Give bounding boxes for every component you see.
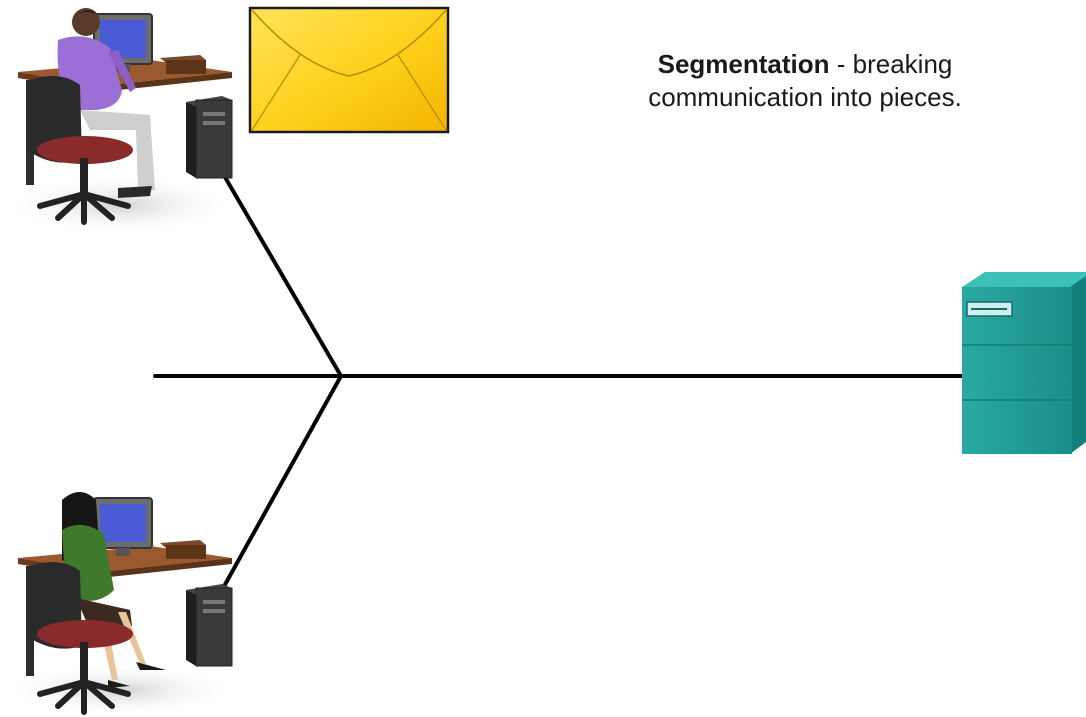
caption-line-2: communication into pieces. — [648, 82, 962, 112]
envelope-icon — [248, 6, 450, 134]
segmentation-caption: Segmentation - breaking communication in… — [560, 48, 1050, 114]
workstation-user-man-icon — [5, 8, 235, 235]
workstation-user-woman-icon — [5, 492, 235, 716]
caption-separator: - — [829, 49, 853, 79]
caption-term: Segmentation — [657, 49, 830, 79]
network-links — [153, 170, 967, 592]
caption-line-1: Segmentation - breaking — [560, 48, 1050, 81]
link-bottom-user-to-hub — [220, 374, 343, 592]
server-icon — [962, 272, 1086, 454]
link-top-user-to-hub — [220, 170, 343, 378]
caption-line1-rest: breaking — [852, 49, 953, 79]
